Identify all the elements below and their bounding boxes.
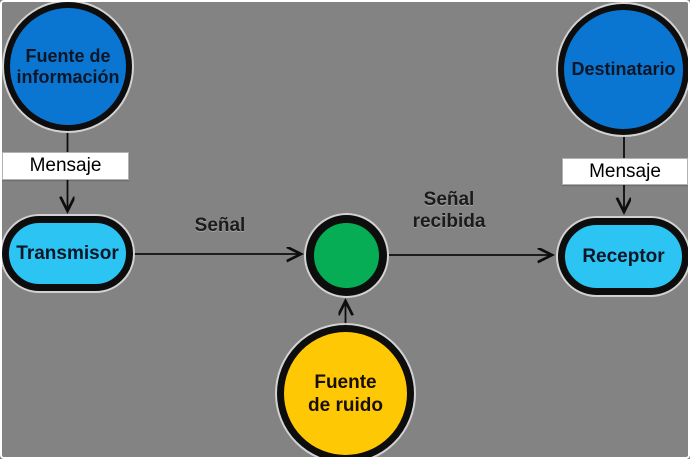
node-transmitter: Transmisor xyxy=(2,216,133,291)
node-noise-source: Fuente de ruido xyxy=(277,325,414,459)
node-receiver-label: Receptor xyxy=(582,245,665,267)
node-receiver: Receptor xyxy=(558,218,689,295)
message-label-right: Mensaje xyxy=(562,158,688,185)
node-destination: Destinatario xyxy=(558,4,689,135)
node-destination-label: Destinatario xyxy=(571,59,676,79)
node-transmitter-label: Transmisor xyxy=(16,242,119,264)
node-noise-source-label: Fuente de ruido xyxy=(308,371,383,416)
node-info-source: Fuente de información xyxy=(4,2,132,131)
signal-received-label: Señal recibida xyxy=(412,189,486,232)
signal-label: Señal xyxy=(194,215,246,236)
node-channel xyxy=(306,215,387,296)
message-label-left: Mensaje xyxy=(2,152,129,180)
node-info-source-label: Fuente de información xyxy=(16,45,120,87)
